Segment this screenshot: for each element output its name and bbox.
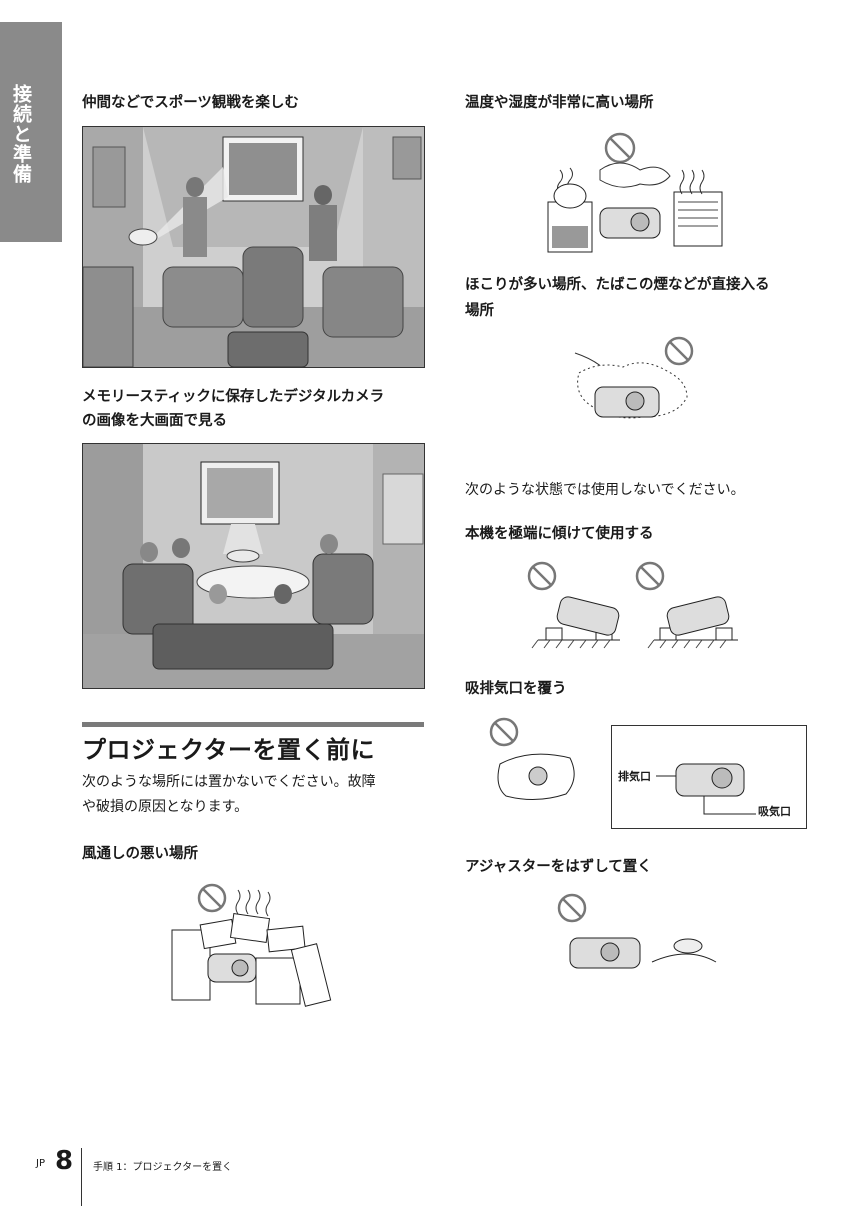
chapter-tab: 接続と準備	[0, 22, 62, 242]
illustration-remove-adjuster	[554, 892, 724, 972]
prohibited-icon	[527, 561, 557, 591]
conditions-intro: 次のような状態では使用しないでください。	[465, 482, 745, 498]
footer-locale: JP	[36, 1158, 45, 1169]
section-title: プロジェクターを置く前に	[82, 736, 376, 764]
page-number: 8	[55, 1146, 74, 1176]
heading-digital-camera-line2: の画像を大画面で見る	[82, 413, 227, 429]
prohibited-icon	[604, 132, 636, 164]
intro-line2: や破損の原因となります。	[82, 799, 249, 815]
prohibited-icon	[635, 561, 665, 591]
heading-dusty-smoke-line2: 場所	[465, 303, 494, 319]
heading-dusty-smoke-line1: ほこりが多い場所、たばこの煙などが直接入る	[465, 277, 770, 293]
footer-step-title: 手順 1：プロジェクターを置く	[93, 1162, 233, 1173]
photo-photo-viewing	[82, 443, 425, 689]
exhaust-vent-label: 排気口	[618, 770, 651, 783]
prohibited-icon	[197, 883, 227, 913]
prohibited-icon	[664, 336, 694, 366]
vent-diagram-box: 排気口 吸気口	[611, 725, 807, 829]
footer-divider	[81, 1148, 82, 1206]
intake-vent-label: 吸気口	[758, 805, 791, 818]
heading-poor-ventilation: 風通しの悪い場所	[82, 846, 198, 862]
heading-tilted-use: 本機を極端に傾けて使用する	[465, 526, 654, 542]
heading-remove-adjuster: アジャスターをはずして置く	[465, 859, 652, 875]
section-rule	[82, 722, 424, 727]
prohibited-icon	[489, 717, 519, 747]
illustration-dusty-smoke	[565, 333, 705, 433]
photo-sports-viewing	[82, 126, 425, 368]
heading-cover-vents: 吸排気口を覆う	[465, 681, 567, 697]
heading-high-temp-humidity: 温度や湿度が非常に高い場所	[465, 95, 654, 111]
illustration-tilted-use	[520, 558, 750, 654]
illustration-high-temp-humidity	[540, 130, 730, 254]
illustration-poor-ventilation	[168, 882, 336, 1010]
intro-line1: 次のような場所には置かないでください。故障	[82, 774, 376, 790]
heading-digital-camera-line1: メモリースティックに保存したデジタルカメラ	[82, 389, 385, 405]
prohibited-icon	[557, 893, 587, 923]
chapter-tab-label: 接続と準備	[10, 84, 32, 184]
heading-sports-viewing: 仲間などでスポーツ観戦を楽しむ	[82, 95, 299, 111]
illustration-covered-projector	[484, 714, 584, 810]
